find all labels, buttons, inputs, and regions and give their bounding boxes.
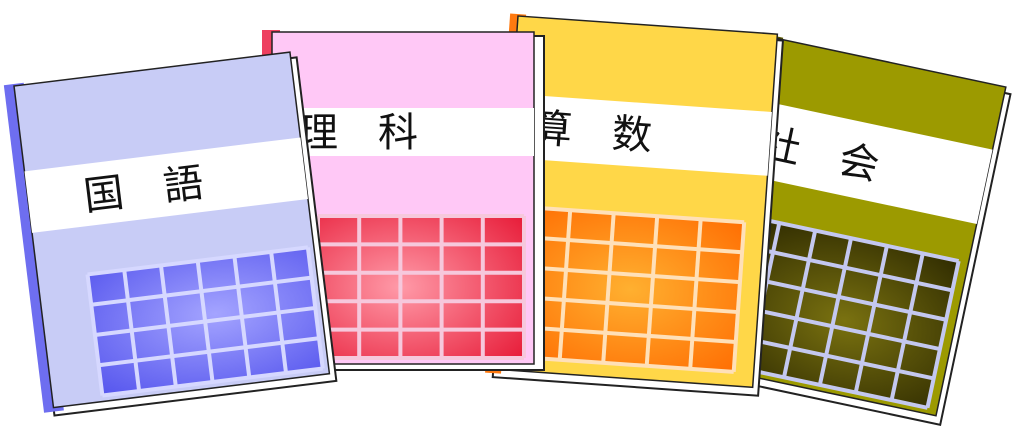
grid-line: [87, 245, 309, 277]
grid-line: [889, 253, 925, 401]
grid-line: [731, 222, 747, 373]
book-japanese: 国 語: [3, 51, 338, 417]
grid-line: [98, 336, 320, 368]
title-band: [508, 93, 772, 176]
grid-lines: [514, 205, 747, 374]
grid-line: [782, 230, 818, 378]
book-science: 理 科: [262, 30, 545, 371]
grid-line: [736, 242, 953, 293]
grid-line: [520, 294, 739, 315]
cover-grid: [318, 216, 524, 358]
grid-line: [102, 366, 323, 398]
grid-line: [94, 305, 316, 337]
grid-line: [516, 354, 734, 374]
grid-line: [853, 245, 889, 393]
title-band: [24, 137, 308, 233]
title-band: [272, 108, 534, 156]
title-band: [745, 100, 993, 225]
book-title: 算 数: [531, 105, 654, 159]
grid-lines: [85, 245, 325, 398]
grid-line: [90, 275, 312, 307]
grid-line: [518, 324, 736, 344]
grid-line: [688, 219, 703, 370]
grid-line: [817, 237, 853, 386]
grid-line: [743, 213, 960, 264]
grid-line: [522, 264, 741, 285]
grid-line: [925, 260, 961, 409]
grid-line: [524, 235, 743, 255]
grid-line: [557, 209, 573, 360]
grid-line: [644, 216, 660, 366]
book-title: 理 科: [298, 110, 418, 156]
grid-line: [601, 213, 616, 363]
cover-grid: [516, 207, 745, 372]
grid-line: [526, 205, 745, 225]
